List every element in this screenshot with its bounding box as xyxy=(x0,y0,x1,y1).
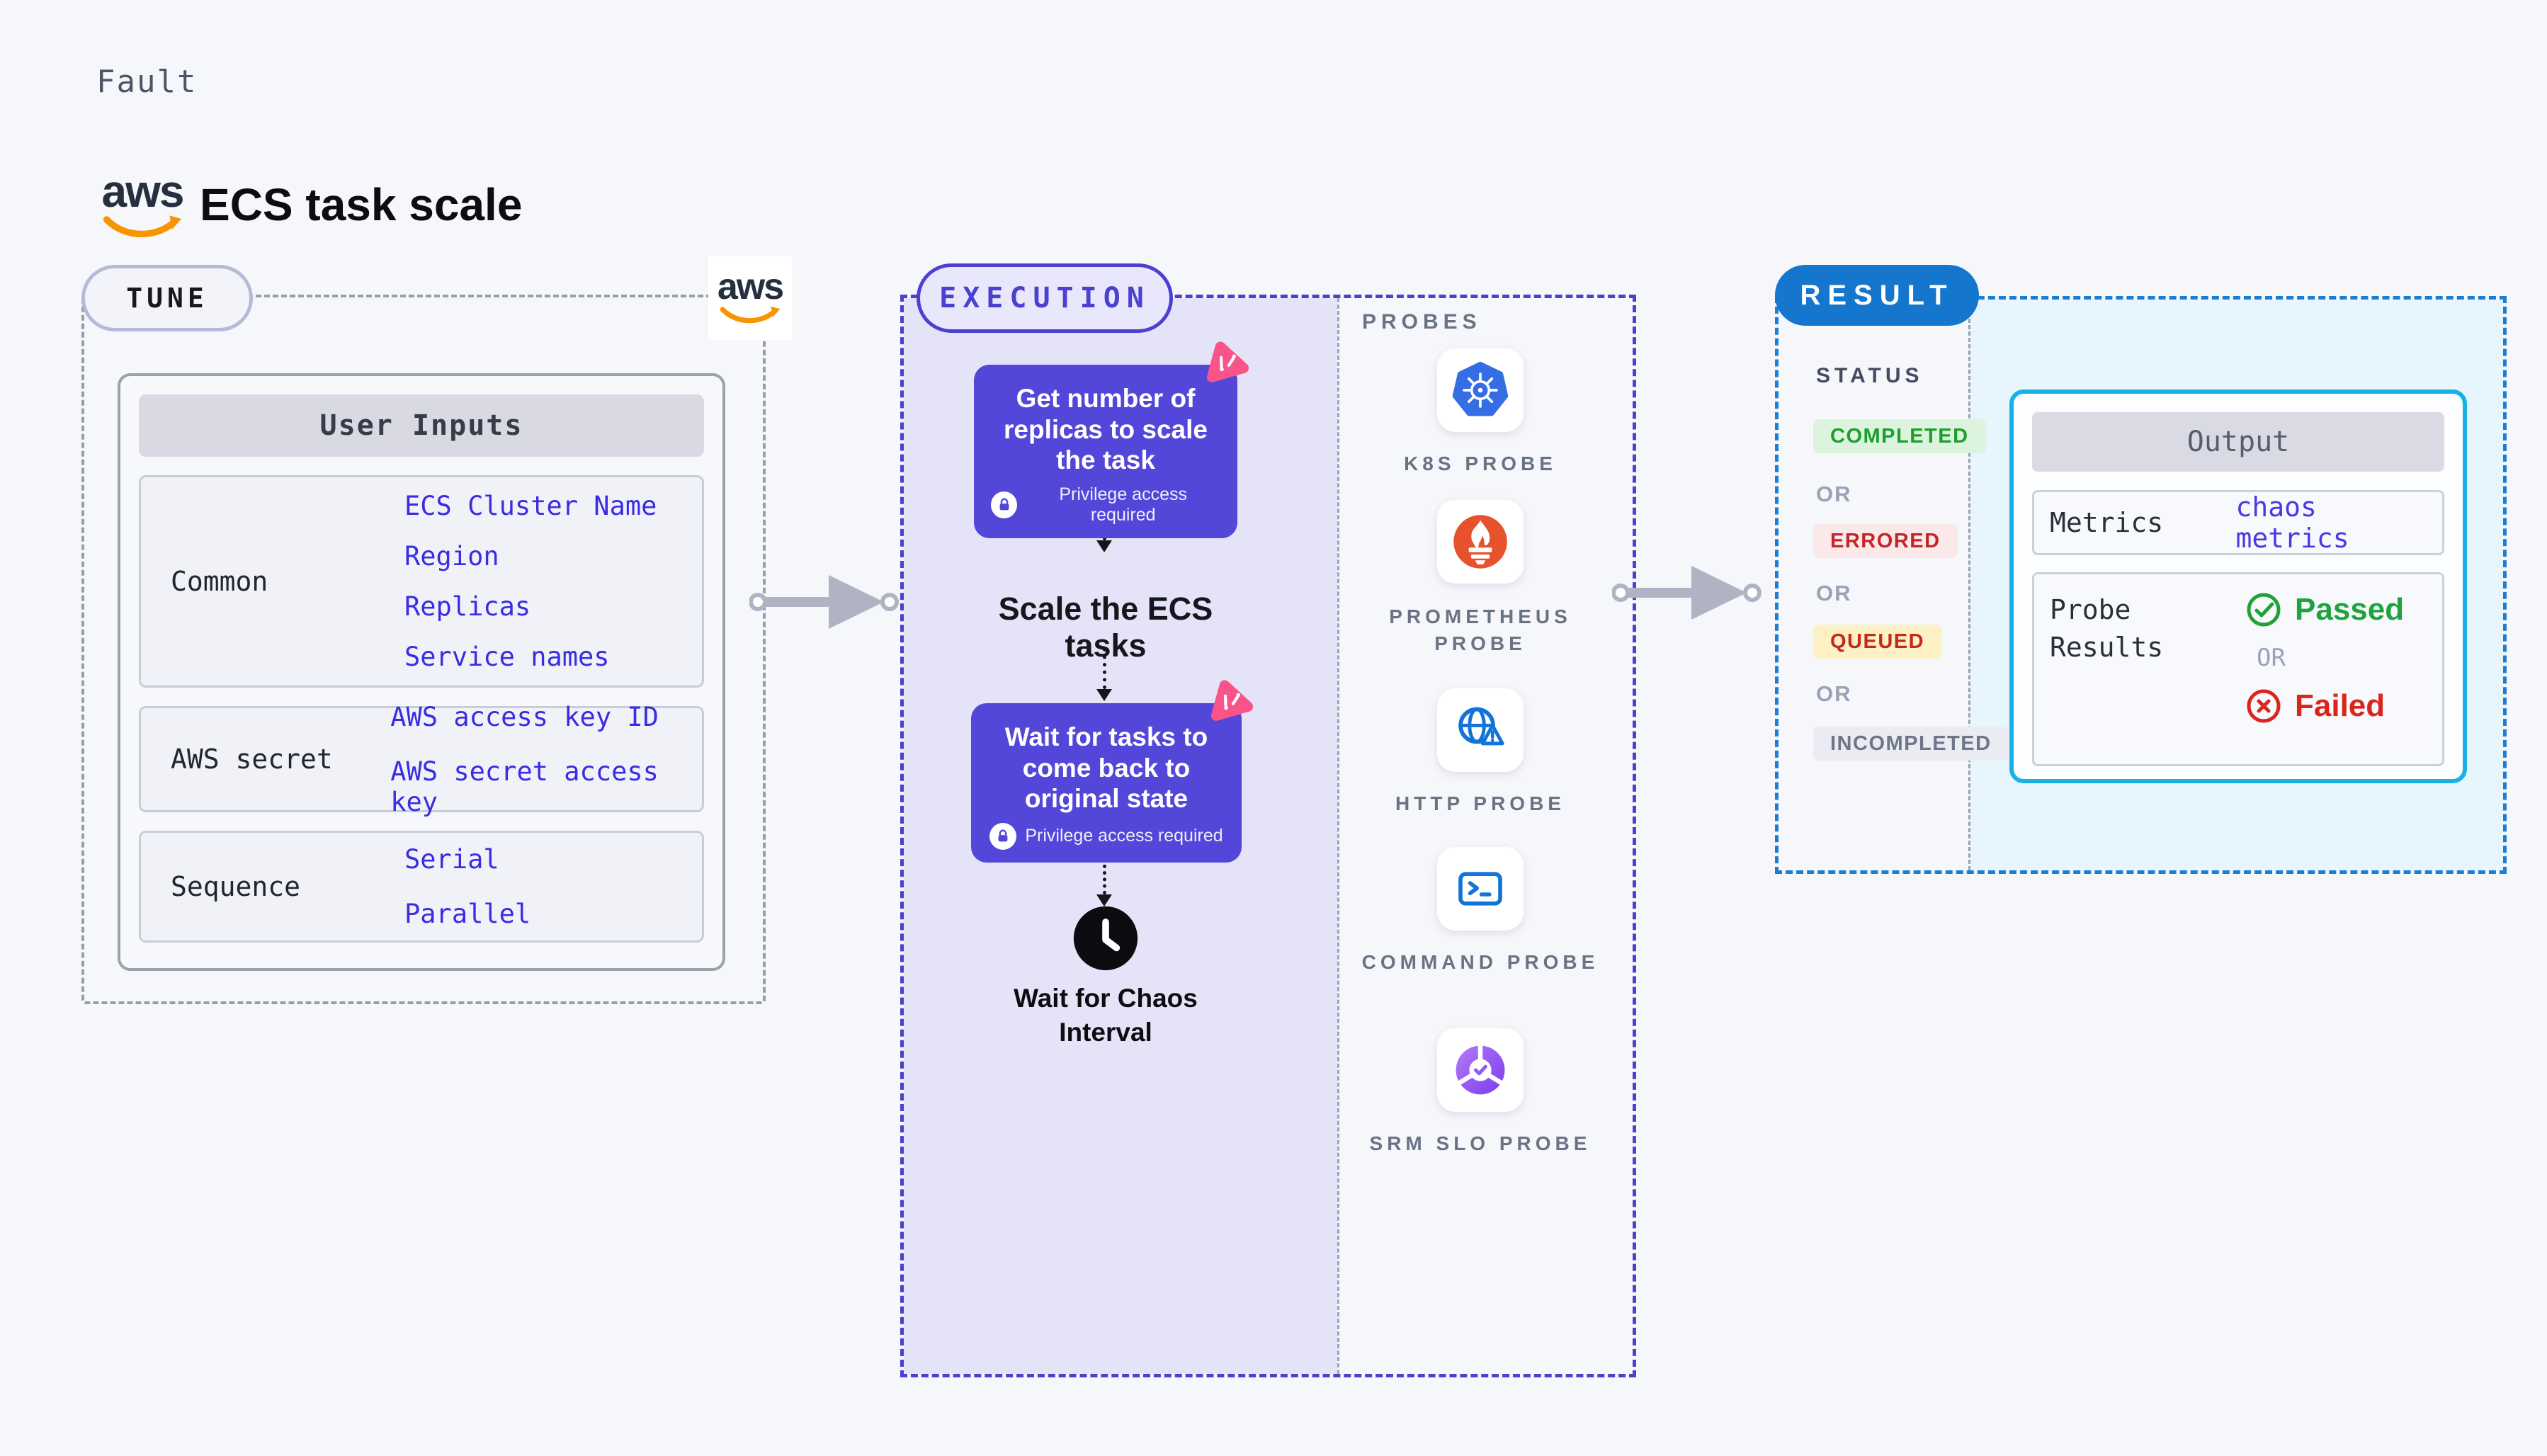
tune-section-border xyxy=(81,295,766,1004)
row-label: AWS secret xyxy=(171,744,333,775)
http-globe-warning-icon xyxy=(1458,707,1504,746)
lock-icon xyxy=(991,491,1018,518)
prometheus-icon xyxy=(1453,515,1507,569)
flow-connector xyxy=(1096,845,1112,906)
privilege-label: Privilege access required xyxy=(1025,826,1223,846)
user-inputs-table: User Inputs Common ECS Cluster Name Regi… xyxy=(118,373,725,971)
http-probe-card xyxy=(1437,688,1524,772)
aws-smile-icon xyxy=(720,306,781,324)
or-separator: OR xyxy=(2257,644,2286,672)
row-label: Sequence xyxy=(171,871,301,902)
privilege-badge: Privilege access required xyxy=(991,484,1220,525)
terminal-icon xyxy=(1458,872,1502,906)
failed-label: Failed xyxy=(2295,688,2386,723)
status-badge-queued: QUEUED xyxy=(1813,625,1942,659)
aws-smile-icon xyxy=(103,215,182,237)
probes-heading: PROBES xyxy=(1362,310,1482,334)
aws-wordmark: aws xyxy=(101,166,185,217)
probe-results-label: Probe Results xyxy=(2050,594,2164,664)
input-value: AWS secret access key xyxy=(390,756,659,817)
input-value: AWS access key ID xyxy=(390,701,659,732)
step-get-replicas-node: Get number of replicas to scale the task… xyxy=(974,365,1237,538)
result-pill: RESULT xyxy=(1775,265,1979,326)
input-value: Service names xyxy=(404,642,610,672)
step-title: Wait for tasks to come back to original … xyxy=(1004,722,1208,814)
probe-failed: Failed xyxy=(2245,688,2404,724)
output-header: Output xyxy=(2032,412,2444,472)
table-row-aws-secret: AWS secret AWS access key ID AWS secret … xyxy=(139,702,704,817)
table-row-common: Common ECS Cluster Name Region Replicas … xyxy=(139,475,704,688)
result-panel-divider xyxy=(1968,300,1970,870)
fault-eyebrow: Fault xyxy=(96,64,198,100)
or-separator: OR xyxy=(1816,681,1852,706)
probe-passed: Passed xyxy=(2245,591,2404,628)
passed-label: Passed xyxy=(2295,592,2405,627)
flow-connector xyxy=(1096,648,1112,701)
aws-logo: aws xyxy=(96,169,188,244)
privilege-badge: Privilege access required xyxy=(988,822,1225,850)
flow-arrow-tune-to-execution xyxy=(749,575,899,629)
probe-label: COMMAND PROBE xyxy=(1361,951,1599,973)
kubernetes-icon xyxy=(1452,361,1509,416)
srm-slo-probe-card xyxy=(1437,1028,1524,1112)
slo-donut-check-icon xyxy=(1456,1045,1505,1095)
or-separator: OR xyxy=(1816,482,1852,506)
lock-icon xyxy=(989,822,1017,850)
chaos-icon xyxy=(1210,680,1254,721)
output-box: Output Metrics chaos metrics Probe Resul… xyxy=(2009,389,2467,783)
command-probe-card xyxy=(1437,847,1524,931)
status-badge-incompleted: INCOMPLETED xyxy=(1813,727,2009,761)
aws-wordmark: aws xyxy=(717,266,784,307)
probe-label: PROMETHEUS PROBE xyxy=(1389,605,1572,654)
aws-target-logo: aws xyxy=(708,256,792,340)
privilege-label: Privilege access required xyxy=(1059,484,1187,525)
k8s-probe-card xyxy=(1437,348,1524,432)
input-value: Replicas xyxy=(404,591,531,622)
probe-label: SRM SLO PROBE xyxy=(1369,1132,1592,1154)
wait-chaos-interval-label: Wait for Chaos Interval xyxy=(1014,984,1198,1047)
metrics-row: Metrics chaos metrics xyxy=(2032,490,2444,555)
metrics-value: chaos metrics xyxy=(2235,491,2349,554)
table-row-sequence: Sequence Serial Parallel xyxy=(139,831,704,943)
status-heading: STATUS xyxy=(1816,364,1924,387)
clock-icon xyxy=(1073,906,1138,971)
input-value: Serial xyxy=(404,844,499,875)
probe-label: K8S PROBE xyxy=(1404,453,1557,474)
input-value: Parallel xyxy=(404,899,531,929)
status-badge-errored: ERRORED xyxy=(1813,524,1958,558)
input-value: ECS Cluster Name xyxy=(404,491,657,521)
step-title: Get number of replicas to scale the task xyxy=(1004,384,1208,475)
step-scale-tasks-label: Scale the ECS tasks xyxy=(998,591,1213,664)
probe-results-row: Probe Results Passed OR Failed xyxy=(2032,572,2444,766)
status-badge-completed: COMPLETED xyxy=(1813,419,1986,453)
flow-arrow-execution-to-result xyxy=(1612,566,1762,620)
or-separator: OR xyxy=(1816,581,1852,605)
probe-label: HTTP PROBE xyxy=(1395,792,1565,814)
input-value: Region xyxy=(404,541,499,571)
x-circle-icon xyxy=(2247,689,2281,723)
probes-panel-divider xyxy=(1337,298,1339,1374)
tune-pill: TUNE xyxy=(81,265,253,331)
step-wait-tasks-node: Wait for tasks to come back to original … xyxy=(971,703,1242,863)
metrics-label: Metrics xyxy=(2050,507,2164,538)
page-title: ECS task scale xyxy=(200,179,523,230)
chaos-icon xyxy=(1206,341,1249,382)
row-label: Common xyxy=(171,566,268,597)
prometheus-probe-card xyxy=(1437,500,1524,584)
user-inputs-header: User Inputs xyxy=(139,394,704,457)
check-circle-icon xyxy=(2247,593,2281,627)
execution-pill: EXECUTION xyxy=(917,263,1173,333)
